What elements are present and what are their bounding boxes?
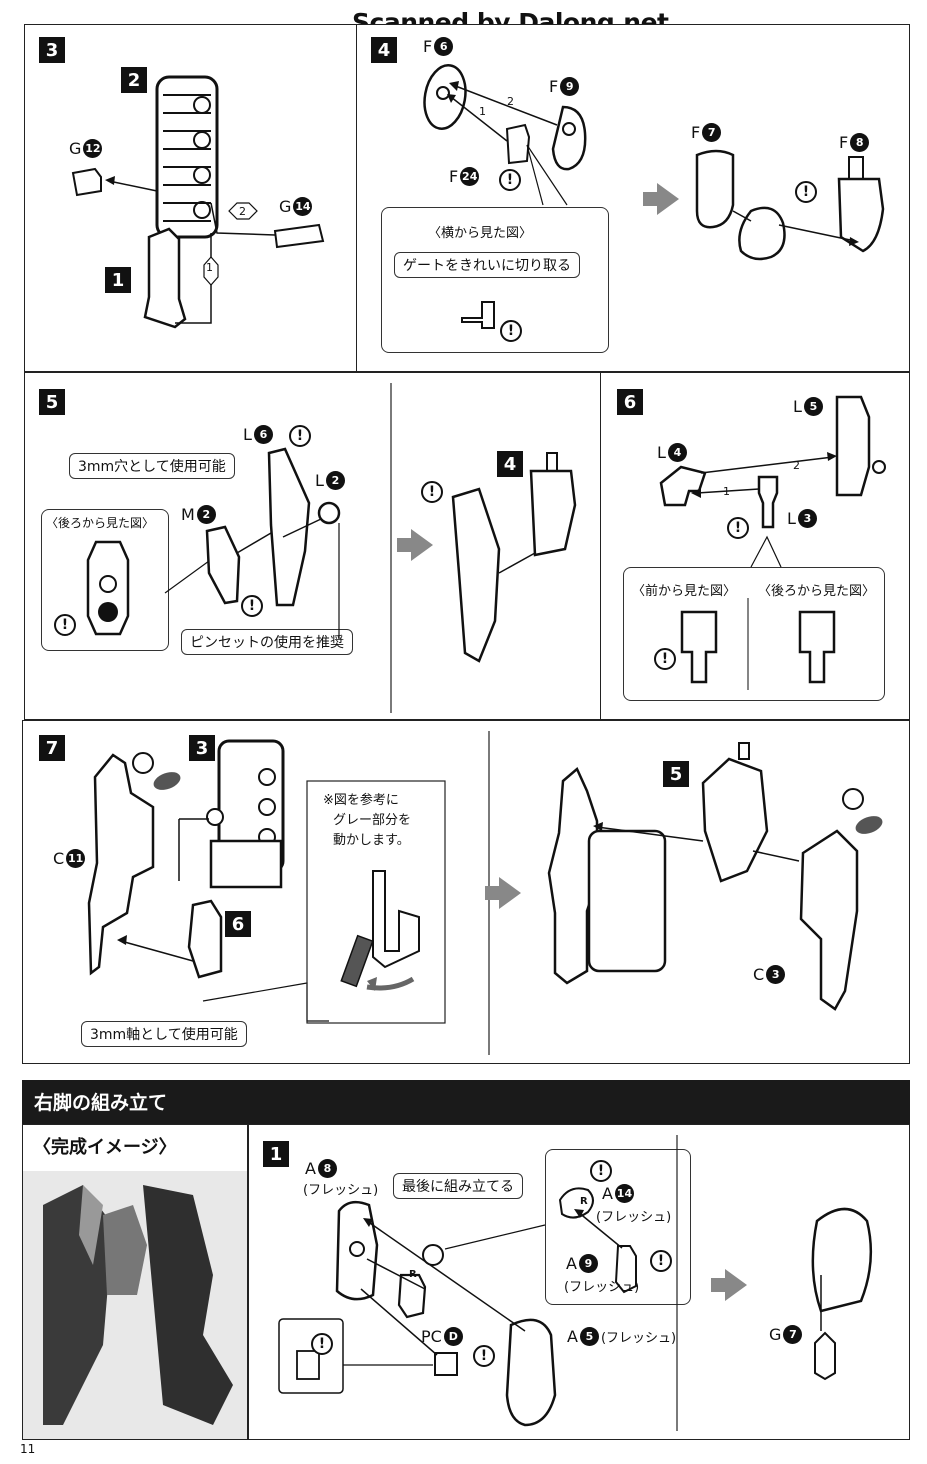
sub-assembly-number: 1 <box>105 267 131 293</box>
step-number: 1 <box>263 1141 289 1167</box>
axis-usage-callout: 3mm軸として使用可能 <box>81 1021 247 1047</box>
next-step-arrow <box>485 877 521 909</box>
step-3-drawing <box>71 75 325 329</box>
note-text: ※図を参考に グレー部分を 動かします。 <box>323 793 412 848</box>
hole-usage-callout: 3mm穴として使用可能 <box>69 453 235 479</box>
warning-icon: ! <box>654 648 676 670</box>
step-4-drawing <box>423 64 885 261</box>
tweezers-callout: ピンセットの使用を推奨 <box>181 629 353 655</box>
step-number: 6 <box>617 389 643 415</box>
order-2: 2 <box>507 95 514 108</box>
order-1: 1 <box>723 485 730 498</box>
right-leg-drawing <box>278 1135 873 1431</box>
warning-icon: ! <box>241 595 263 617</box>
step-number: 7 <box>39 735 65 761</box>
completion-image-panel: 〈完成イメージ〉 <box>22 1124 248 1440</box>
flesh-color-note: (フレッシュ) <box>596 1210 672 1225</box>
warning-icon: ! <box>311 1333 333 1355</box>
side-view-inset: 〈横から見た図〉 ゲートをきれいに切り取る ! <box>381 207 609 353</box>
next-step-arrow <box>643 183 679 215</box>
warning-icon: ! <box>421 481 443 503</box>
step-6-drawing <box>659 395 886 568</box>
gate-cut-callout: ゲートをきれいに切り取る <box>394 252 580 278</box>
warning-icon: ! <box>289 425 311 447</box>
warning-icon: ! <box>499 169 521 191</box>
sub-assembly-number: 2 <box>121 67 147 93</box>
step-7-drawing <box>87 731 883 1055</box>
inset-title: 〈後ろから見た図〉 <box>46 516 155 530</box>
section-title: 右脚の組み立て <box>34 1092 168 1114</box>
step-number: 4 <box>371 37 397 63</box>
inset-title: 〈横から見た図〉 <box>428 226 533 241</box>
order-2: 2 <box>239 205 246 218</box>
order-2: 2 <box>793 459 800 472</box>
warning-icon: ! <box>54 614 76 636</box>
step-number: 3 <box>39 37 65 63</box>
front-view-title: 〈前から見た図〉 <box>632 584 737 599</box>
sub-assembly-number: 5 <box>663 761 689 787</box>
back-view-inset: 〈後ろから見た図〉 ! <box>41 509 169 651</box>
warning-icon: ! <box>500 320 522 342</box>
right-part-mark: R <box>580 1196 588 1207</box>
warning-icon: ! <box>590 1160 612 1182</box>
assemble-last-callout: 最後に組み立てる <box>393 1173 523 1199</box>
step-number: 5 <box>39 389 65 415</box>
step-5-drawing <box>164 383 577 713</box>
warning-icon: ! <box>650 1250 672 1272</box>
completion-photo <box>23 1171 247 1439</box>
order-1: 1 <box>479 105 486 118</box>
right-part-mark: R <box>409 1269 417 1280</box>
next-step-arrow <box>711 1269 747 1301</box>
warning-icon: ! <box>795 181 817 203</box>
back-view-title: 〈後ろから見た図〉 <box>758 584 876 599</box>
warning-icon: ! <box>473 1345 495 1367</box>
flesh-color-note: (フレッシュ) <box>303 1183 379 1198</box>
flesh-color-note: (フレッシュ) <box>564 1280 640 1295</box>
sub-assembly-number: 6 <box>225 911 251 937</box>
sub-assembly-number: 3 <box>189 735 215 761</box>
completion-image-title: 〈完成イメージ〉 <box>33 1137 177 1158</box>
sub-assembly-number: 4 <box>497 451 523 477</box>
warning-icon: ! <box>727 517 749 539</box>
order-1: 1 <box>206 261 213 274</box>
front-back-view-inset: 〈前から見た図〉 〈後ろから見た図〉 ! <box>623 567 885 701</box>
next-step-arrow <box>397 529 433 561</box>
section-banner <box>22 1080 910 1124</box>
page-number: 11 <box>20 1442 36 1456</box>
